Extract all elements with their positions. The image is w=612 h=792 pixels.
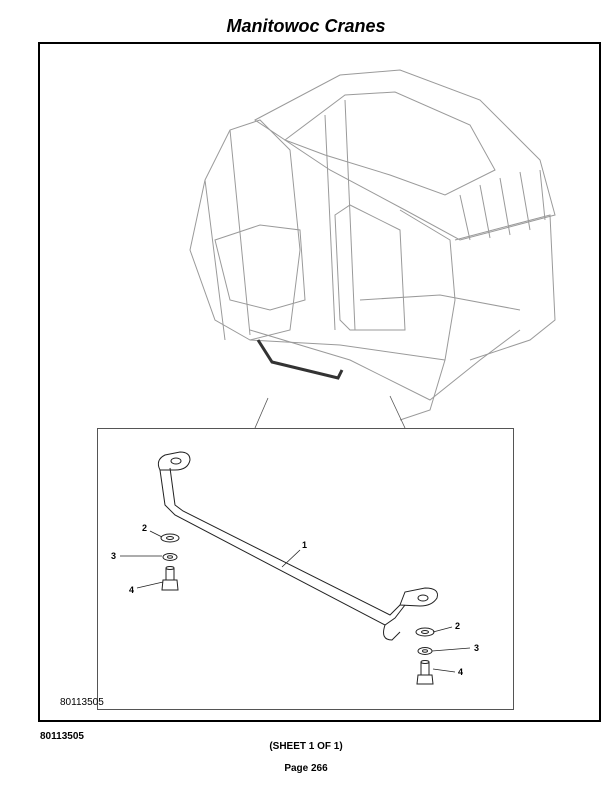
cab-roof-frame bbox=[254, 69, 556, 241]
callout-label: 3 bbox=[111, 551, 117, 561]
page-number: Page 266 bbox=[284, 763, 328, 774]
leader-line bbox=[254, 397, 269, 429]
cab-right-wall bbox=[454, 214, 556, 361]
cab-floor bbox=[249, 329, 521, 401]
page-title: Manitowoc Cranes bbox=[226, 16, 386, 36]
callout-label: 3 bbox=[474, 643, 480, 653]
cab-grab-handle bbox=[256, 339, 344, 380]
cab-roof-ribs bbox=[459, 169, 546, 241]
callout-leader bbox=[149, 530, 163, 538]
figure-frame bbox=[38, 42, 601, 722]
left-hardware bbox=[160, 533, 180, 591]
grab-handle-part bbox=[157, 451, 438, 641]
callout-label: 4 bbox=[458, 667, 464, 677]
callout-label: 1 bbox=[302, 540, 308, 550]
cab-base-line bbox=[249, 294, 521, 361]
leader-line bbox=[389, 395, 406, 429]
callout-leader bbox=[432, 668, 456, 673]
sheet-indicator: (SHEET 1 OF 1) bbox=[269, 741, 343, 752]
cab-rear-frame bbox=[399, 209, 456, 421]
callout-label: 2 bbox=[142, 523, 148, 533]
callout-leader bbox=[431, 647, 471, 652]
cab-roof-window bbox=[283, 91, 496, 196]
washer-lock bbox=[162, 553, 178, 561]
bolt bbox=[416, 662, 434, 685]
callout-label: 4 bbox=[129, 585, 135, 595]
callout-label: 2 bbox=[455, 621, 461, 631]
callout-leader bbox=[281, 549, 301, 568]
cab-inner-panel bbox=[214, 224, 306, 311]
cab-door-opening bbox=[334, 204, 406, 331]
cab-rear-post bbox=[324, 99, 356, 331]
cab-front-post bbox=[204, 129, 251, 341]
callout-leader bbox=[136, 581, 164, 589]
washer-flat bbox=[160, 533, 180, 543]
drawing-number-inner: 80113505 bbox=[60, 697, 104, 708]
cab-left-pillar bbox=[189, 119, 301, 341]
callout-leader bbox=[432, 626, 453, 633]
drawing-number: 80113505 bbox=[40, 731, 84, 742]
bolt bbox=[161, 568, 179, 591]
detail-view-box bbox=[97, 428, 514, 710]
